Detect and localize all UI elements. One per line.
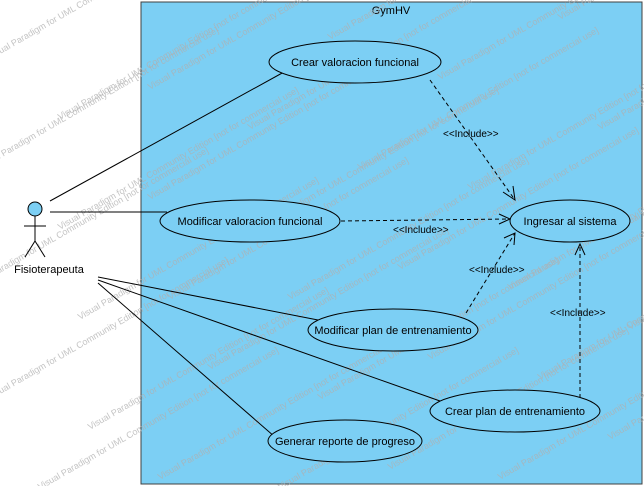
use-case-label: Ingresar al sistema [524, 216, 618, 228]
arrowhead-4 [574, 242, 586, 256]
use-case-label: Generar reporte de progreso [275, 436, 415, 448]
include-lines [340, 79, 581, 398]
arrowhead-3 [503, 232, 516, 246]
use-case-generar-reporte[interactable]: Generar reporte de progreso [267, 419, 423, 463]
include-label-4: <<Include>> [550, 308, 606, 319]
include-line-3 [465, 232, 516, 314]
use-case-label: Modificar plan de entrenamiento [314, 325, 471, 337]
use-case-modificar-valoracion[interactable]: Modificar valoracion funcional [159, 199, 341, 243]
include-label-3: <<Include>> [469, 265, 525, 276]
include-line-2 [340, 218, 511, 222]
use-case-modificar-plan[interactable]: Modificar plan de entrenamiento [307, 308, 479, 352]
association-line-uc4 [97, 279, 441, 402]
use-case-label: Crear valoracion funcional [291, 57, 419, 69]
use-case-ingresar-sistema[interactable]: Ingresar al sistema [509, 199, 631, 243]
actor-label: Fisioterapeuta [14, 264, 85, 276]
use-case-label: Crear plan de entrenamiento [445, 406, 585, 418]
include-label-1: <<Include>> [443, 129, 499, 140]
association-line-uc1 [49, 71, 285, 202]
association-line-uc5 [97, 282, 276, 438]
system-title: GymHV [372, 5, 411, 17]
include-label-2: <<Include>> [393, 225, 449, 236]
actor-head-icon [27, 201, 43, 217]
actor-body-icon [24, 216, 46, 258]
association-line-uc3 [97, 276, 319, 321]
actor-fisioterapeuta[interactable]: Fisioterapeuta [14, 201, 85, 276]
arrowhead-1 [502, 185, 516, 202]
include-labels: <<Include>> <<Include>> <<Include>> <<In… [393, 129, 606, 319]
include-line-1 [429, 79, 516, 201]
use-case-crear-valoracion[interactable]: Crear valoracion funcional [268, 40, 442, 84]
use-case-crear-plan[interactable]: Crear plan de entrenamiento [429, 389, 601, 433]
associations [49, 71, 441, 438]
use-case-label: Modificar valoracion funcional [178, 216, 323, 228]
